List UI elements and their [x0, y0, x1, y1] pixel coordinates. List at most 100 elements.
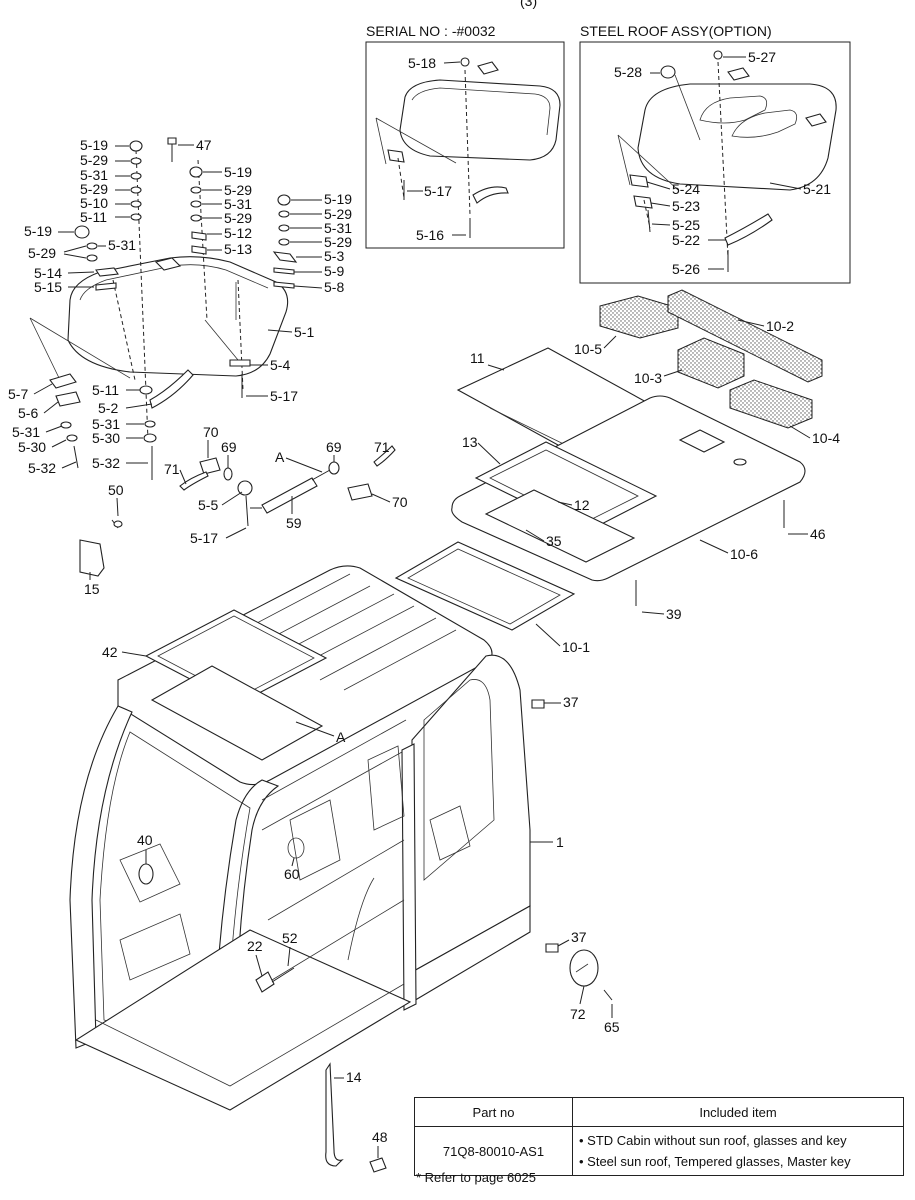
label-72: 72 — [570, 1006, 586, 1022]
sunroof-assembly: 5-19 5-29 5-31 5-29 5-10 5-11 5-19 5-29 … — [8, 137, 352, 480]
label-5-17: 5-17 — [190, 530, 218, 546]
label-5-13: 5-13 — [224, 241, 252, 257]
label-5-31: 5-31 — [108, 237, 136, 253]
label-A: A — [275, 449, 285, 465]
label-5-30: 5-30 — [92, 430, 120, 446]
cabin-frame-1: 42 37 A 1 40 60 22 52 37 72 65 14 48 — [69, 565, 620, 1173]
label-5-19: 5-19 — [80, 137, 108, 153]
label-5-11: 5-11 — [80, 209, 107, 225]
gas-spring-assembly: 70 69 71 5-5 A 69 71 70 59 5-17 — [164, 424, 408, 546]
included-items-cell: • STD Cabin without sun roof, glasses an… — [572, 1126, 904, 1176]
label-5-31: 5-31 — [224, 196, 252, 212]
label-5-14: 5-14 — [34, 265, 62, 281]
label-5-7: 5-7 — [8, 386, 28, 402]
label-5-31: 5-31 — [92, 416, 120, 432]
label-5-31: 5-31 — [80, 167, 108, 183]
label-5-28: 5-28 — [614, 64, 642, 80]
seal-12 — [484, 489, 636, 563]
label-5-31: 5-31 — [324, 220, 352, 236]
footnote: * Refer to page 6025 — [416, 1170, 536, 1185]
top-cut-label: (3) — [520, 0, 537, 9]
label-5-15: 5-15 — [34, 279, 62, 295]
seal-10-1-group: 10-1 — [394, 541, 590, 655]
label-60: 60 — [284, 866, 300, 882]
label-39: 39 — [666, 606, 682, 622]
label-40: 40 — [137, 832, 153, 848]
label-5-6: 5-6 — [18, 405, 38, 421]
washer-stack-1 — [129, 140, 143, 221]
label-5-1: 5-1 — [294, 324, 314, 340]
label-50: 50 — [108, 482, 124, 498]
washer-stack-2 — [74, 225, 98, 262]
label-71: 71 — [164, 461, 180, 477]
label-14: 14 — [346, 1069, 362, 1085]
label-5-11: 5-11 — [92, 382, 119, 398]
label-5-18: 5-18 — [408, 55, 436, 71]
foam-10-5 — [599, 295, 679, 339]
headliner-assembly: 11 10-5 10-2 10-3 10-4 13 12 35 46 10-6 … — [451, 289, 840, 622]
label-5-29: 5-29 — [80, 181, 108, 197]
label-15: 15 — [84, 581, 100, 597]
label-69: 69 — [326, 439, 342, 455]
gas-spring-59 — [261, 477, 318, 514]
label-5-16: 5-16 — [416, 227, 444, 243]
label-5-2: 5-2 — [98, 400, 118, 416]
label-37: 37 — [563, 694, 579, 710]
label-35: 35 — [546, 533, 562, 549]
seal-10-1 — [394, 541, 576, 631]
label-5-26: 5-26 — [672, 261, 700, 277]
part-number-cell: 71Q8-80010-AS1 — [414, 1126, 573, 1176]
table-row: 71Q8-80010-AS1 • STD Cabin without sun r… — [414, 1126, 904, 1176]
steel-roof-inset-frame — [579, 41, 851, 284]
label-37: 37 — [571, 929, 587, 945]
label-10-4: 10-4 — [812, 430, 840, 446]
label-70: 70 — [392, 494, 408, 510]
header-part-no: Part no — [414, 1097, 573, 1127]
label-5-5: 5-5 — [198, 497, 218, 513]
label-5-29: 5-29 — [324, 234, 352, 250]
label-10-2: 10-2 — [766, 318, 794, 334]
label-48: 48 — [372, 1129, 388, 1145]
label-5-8: 5-8 — [324, 279, 344, 295]
steel-roof-inset-title: STEEL ROOF ASSY(OPTION) — [580, 23, 772, 39]
label-5-32: 5-32 — [92, 455, 120, 471]
serial-sunroof-panel — [399, 79, 561, 161]
label-5-31: 5-31 — [12, 424, 40, 440]
washer-stack-3 — [189, 166, 207, 255]
label-46: 46 — [810, 526, 826, 542]
label-47: 47 — [196, 137, 212, 153]
label-5-29: 5-29 — [224, 182, 252, 198]
cabin-floor — [74, 929, 412, 1111]
label-A: A — [336, 729, 346, 745]
label-5-21: 5-21 — [803, 181, 831, 197]
label-5-19: 5-19 — [24, 223, 52, 239]
parts-table: Part no Included item 71Q8-80010-AS1 • S… — [414, 1097, 904, 1176]
label-13: 13 — [462, 434, 478, 450]
label-5-23: 5-23 — [672, 198, 700, 214]
serial-inset-title: SERIAL NO : -#0032 — [366, 23, 496, 39]
label-5-17-serial: 5-17 — [424, 183, 452, 199]
label-5-27: 5-27 — [748, 49, 776, 65]
label-69: 69 — [221, 439, 237, 455]
label-5-12: 5-12 — [224, 225, 252, 241]
handrail-14 — [325, 1062, 344, 1167]
label-11: 11 — [470, 350, 485, 366]
label-52: 52 — [282, 930, 298, 946]
label-5-29: 5-29 — [324, 206, 352, 222]
label-5-24: 5-24 — [672, 181, 700, 197]
label-5-30: 5-30 — [18, 439, 46, 455]
label-65: 65 — [604, 1019, 620, 1035]
included-item: • Steel sun roof, Tempered glasses, Mast… — [579, 1154, 851, 1169]
label-5-29: 5-29 — [28, 245, 56, 261]
foam-10-4 — [729, 379, 813, 429]
steel-roof-inset: STEEL ROOF ASSY(OPTION) 5-27 5-28 5-21 5… — [579, 23, 851, 284]
cabin-rear-panel — [411, 654, 531, 973]
bracket-15-group: 50 15 — [79, 482, 124, 597]
label-5-3: 5-3 — [324, 248, 344, 264]
roof-glass-opening — [150, 665, 324, 761]
label-5-10: 5-10 — [80, 195, 108, 211]
label-12: 12 — [574, 497, 590, 513]
label-10-6: 10-6 — [730, 546, 758, 562]
label-5-19: 5-19 — [324, 191, 352, 207]
label-5-29: 5-29 — [80, 152, 108, 168]
